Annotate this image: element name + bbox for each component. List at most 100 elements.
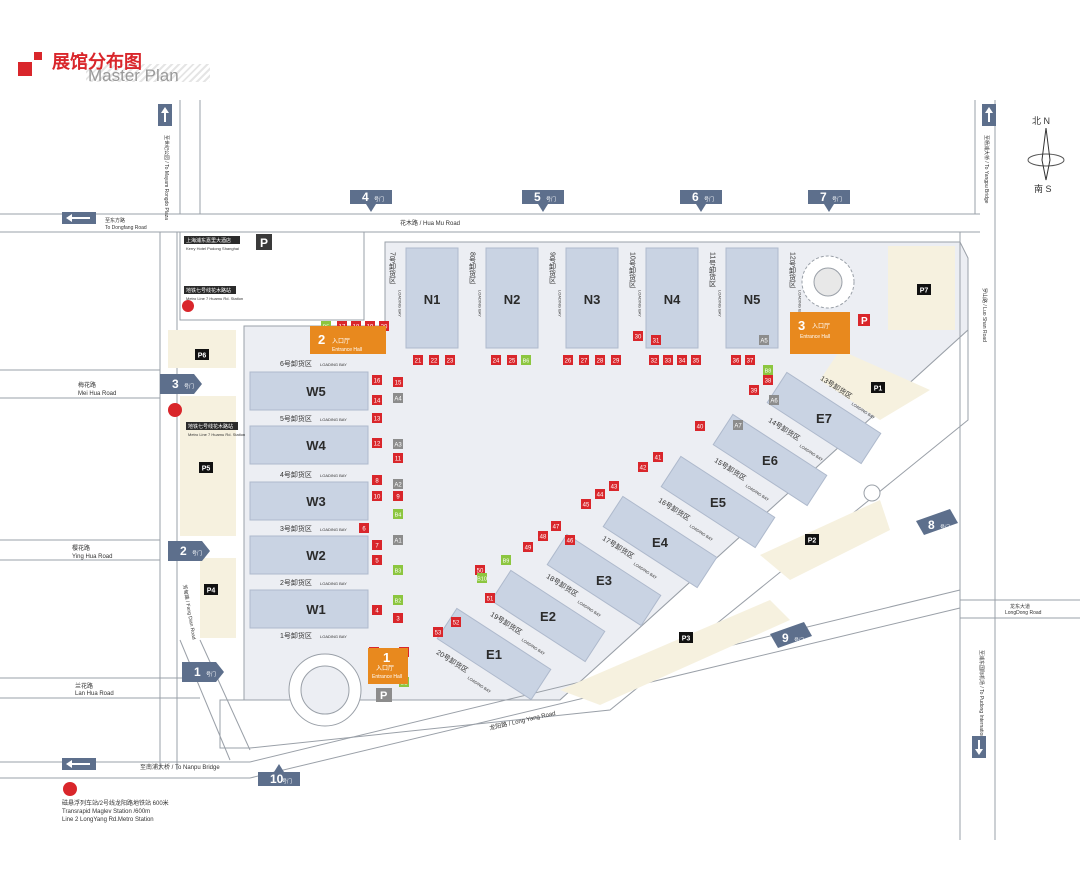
- hotel-en: Kerry Hotel Pudong Shanghai: [186, 246, 239, 251]
- dock-label: 9: [396, 495, 400, 501]
- hall-e1[interactable]: E1: [436, 607, 552, 701]
- hotel-parking-p: P: [260, 236, 268, 250]
- dock-red-51: 51: [485, 593, 495, 603]
- dock-label: A3: [394, 443, 402, 449]
- dock-label: 43: [611, 485, 618, 491]
- dock-label: 30: [635, 335, 642, 341]
- hall-w3[interactable]: W3: [249, 481, 369, 521]
- dock-label: 22: [431, 359, 438, 365]
- dock-label: 48: [540, 535, 547, 541]
- hall-w5[interactable]: W5: [249, 371, 369, 411]
- dock-red-36: 36: [731, 355, 741, 365]
- hall-label: N4: [664, 292, 681, 307]
- parking-text: P3: [682, 636, 691, 643]
- entrance-hall-3[interactable]: 3 入口厅 Entrance Hall: [790, 312, 850, 354]
- dock-label: 50: [477, 569, 484, 575]
- dock-red-14: 14: [372, 395, 382, 405]
- entrance-3-zh: 入口厅: [812, 323, 830, 330]
- to-airport-label: 至浦东国际机场 / To Pudong International Airpor…: [978, 650, 985, 758]
- entrance-3-en: Entrance Hall: [800, 334, 830, 340]
- metro-mid-label-box: [186, 422, 238, 430]
- gate-number: 6: [692, 190, 699, 204]
- dock-red-25: 25: [507, 355, 517, 365]
- dock-red-40: 40: [695, 421, 705, 431]
- gate-number: 9: [782, 631, 789, 645]
- gate-label: 号门: [794, 637, 804, 644]
- dock-red-30: 30: [633, 331, 643, 341]
- loading-bay-n-label: 11号卸货区: [709, 252, 717, 287]
- hall-e2[interactable]: E2: [490, 569, 606, 663]
- hall-n1[interactable]: N1: [405, 247, 459, 349]
- dock-red-42: 42: [638, 462, 648, 472]
- dock-red-44: 44: [595, 489, 605, 499]
- entrance-hall-1[interactable]: 1 入口厅 Entrance Hall: [368, 648, 408, 684]
- hall-e3[interactable]: E3: [546, 533, 662, 627]
- gate-number: 4: [362, 190, 369, 204]
- gate-label: 号门: [184, 383, 194, 390]
- loading-bay-n-label: 10号卸货区: [629, 252, 637, 288]
- dock-green-b4: B4: [393, 509, 403, 519]
- dock-label: 49: [525, 546, 532, 552]
- gate-label: 号门: [282, 778, 292, 785]
- dock-red-39: 39: [749, 385, 759, 395]
- hall-w4[interactable]: W4: [249, 425, 369, 465]
- metro-top-icon: [182, 300, 194, 312]
- hall-n2[interactable]: N2: [485, 247, 539, 349]
- dock-red-5: 5: [372, 555, 382, 565]
- compass-south: 南 S: [1034, 183, 1052, 194]
- left-arrow-icon: [62, 212, 96, 224]
- gate-9[interactable]: 9 号门: [770, 622, 812, 648]
- dock-label: A4: [394, 397, 402, 403]
- maglev-metro-icon: [63, 782, 77, 796]
- hall-w2[interactable]: W2: [249, 535, 369, 575]
- dock-grey-a4: A4: [393, 393, 403, 403]
- dock-grey-a2: A2: [393, 479, 403, 489]
- loading-bay-w-label: 4号卸货区: [280, 470, 312, 479]
- parking-p2-label: P2: [805, 534, 819, 545]
- hall-n3[interactable]: N3: [565, 247, 619, 349]
- dock-red-3: 3: [393, 613, 403, 623]
- to-dongfang-en: To Dongfang Road: [105, 225, 147, 231]
- maglev-line3: Line 2 LongYang Rd.Metro Station: [62, 817, 154, 823]
- dock-green-b10: B10: [477, 573, 487, 583]
- loading-bay-w-label: 5号卸货区: [280, 414, 312, 423]
- parking-text: P1: [874, 386, 883, 393]
- parking-area-p3: [560, 600, 790, 705]
- ying-hua-en: Ying Hua Road: [72, 554, 112, 560]
- metro-top-label-box: [184, 286, 236, 294]
- gate-number: 2: [180, 544, 187, 558]
- hall-e5[interactable]: E5: [660, 455, 776, 549]
- dock-label: B10: [477, 577, 487, 583]
- gate-label: 号门: [832, 196, 842, 203]
- hall-e7[interactable]: E7: [766, 371, 882, 465]
- dock-grey-a6: A6: [769, 395, 779, 405]
- dock-red-52: 52: [451, 617, 461, 627]
- hall-n5[interactable]: N5: [725, 247, 779, 349]
- dock-grey-a5: A5: [759, 335, 769, 345]
- dock-label: 24: [493, 359, 500, 365]
- dock-red-49: 49: [523, 542, 533, 552]
- hall-w1[interactable]: W1: [249, 589, 369, 629]
- dock-label: B6: [523, 359, 530, 365]
- maglev-line1: 磁悬浮列车站/2号线龙阳路地铁站 600米: [62, 799, 169, 807]
- hall-e4[interactable]: E4: [602, 495, 718, 589]
- hall-n4[interactable]: N4: [645, 247, 699, 349]
- entrance-hall-2[interactable]: 2 入口厅 Entrance Hall: [310, 326, 386, 354]
- hotel-label-box: [184, 236, 240, 244]
- entrance-1-parking-icon: [376, 688, 392, 702]
- dock-red-22: 22: [429, 355, 439, 365]
- hall-e6[interactable]: E6: [712, 413, 828, 507]
- dock-label: 31: [653, 339, 660, 345]
- dock-label: 41: [655, 456, 662, 462]
- loading-bay-w-label: 6号卸货区: [280, 359, 312, 368]
- metro-mid-zh: 地铁七号线花木路站: [188, 423, 233, 430]
